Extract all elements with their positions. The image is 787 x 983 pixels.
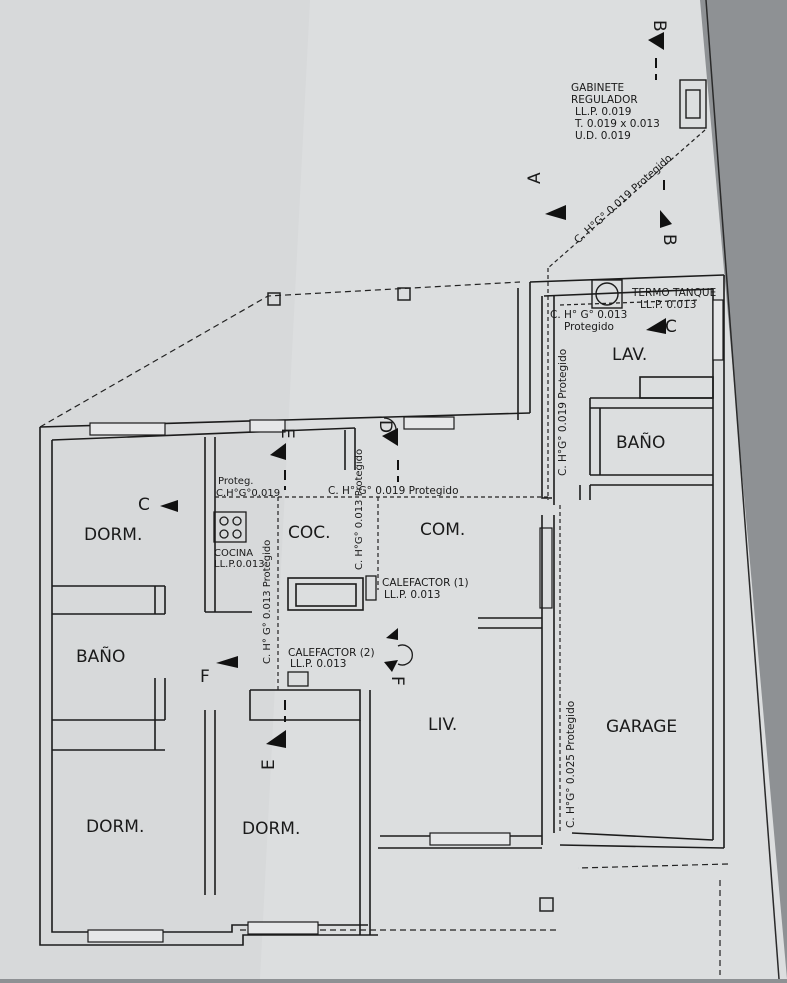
room-label-lav: LAV. xyxy=(612,345,647,365)
calefactor1-note-line-1: CALEFACTOR (1) xyxy=(382,577,469,589)
room-label-dorm-top: DORM. xyxy=(84,525,142,545)
section-mark-e-bottom: E xyxy=(259,759,279,770)
section-mark-a: A xyxy=(525,172,545,184)
section-lines xyxy=(284,58,665,722)
room-label-liv: LIV. xyxy=(428,715,457,735)
room-label-bano-left: BAÑO xyxy=(76,645,125,667)
gabinete-line-2: REGULADOR xyxy=(571,94,638,106)
paper-edge-line xyxy=(705,0,780,980)
regulator-cabinet xyxy=(679,79,707,129)
pipe-label-top-right-2: Protegido xyxy=(564,321,614,333)
room-label-dorm-bottom-center: DORM. xyxy=(242,819,300,839)
section-mark-b-mid: B xyxy=(659,234,679,246)
section-mark-b-top: B xyxy=(649,20,669,32)
section-mark-f-left: F xyxy=(200,667,210,687)
gabinete-line-4: T. 0.019 x 0.013 xyxy=(574,118,660,130)
door-symbols xyxy=(383,417,397,431)
pipe-label-top-right-1: C. H° G° 0.013 xyxy=(550,309,627,321)
calefactor1-note-line-2: LL.P. 0.013 xyxy=(384,589,440,601)
room-label-com: COM. xyxy=(420,520,465,540)
gabinete-line-1: GABINETE xyxy=(571,82,624,94)
calefactor2-note-line-2: LL.P. 0.013 xyxy=(290,658,346,670)
room-label-bano-right: BAÑO xyxy=(616,431,665,453)
termo-note-line-1: TERMO TANQUE xyxy=(631,287,716,299)
section-mark-c-left: C xyxy=(138,495,150,515)
section-mark-d: D xyxy=(375,420,395,433)
section-mark-e-top: E xyxy=(277,428,297,439)
pipe-label-horizontal: C. H° G° 0.019 Protegido xyxy=(328,485,459,497)
calefactor2-note-line-1: CALEFACTOR (2) xyxy=(288,647,375,659)
paper-shading xyxy=(0,0,310,979)
proteg-note-line-2: C.H°G°0.019 xyxy=(216,488,280,499)
pipe-label-vertical-garage: C. H°G° 0.025 Protegido xyxy=(565,701,577,828)
stove-symbol xyxy=(213,511,247,543)
section-mark-c-right: C xyxy=(665,317,677,337)
room-label-garage: GARAGE xyxy=(606,717,677,737)
cocina-note-line-1: COCINA xyxy=(214,548,253,559)
proteg-note-line-1: Proteg. xyxy=(218,476,253,487)
section-arrows xyxy=(160,32,672,748)
windows xyxy=(87,299,724,943)
termo-note-line-2: LL.P. 0.013 xyxy=(640,299,696,311)
section-mark-f-right: F xyxy=(387,676,407,686)
pipe-label-vertical-kitchen: C. H° G° 0.013 Protegido xyxy=(262,540,273,664)
pipe-label-vertical-right: C. H°G° 0.019 Protegido xyxy=(557,349,569,476)
room-label-coc: COC. xyxy=(288,523,331,543)
gabinete-note: GABINETE REGULADOR LL.P. 0.019 T. 0.019 … xyxy=(571,82,660,142)
pipe-label-vertical-center: C. H°G° 0.013 Protegido xyxy=(354,449,365,570)
termo-tanque-symbol xyxy=(591,279,623,309)
gabinete-line-5: U.D. 0.019 xyxy=(575,130,631,142)
gas-pipes xyxy=(215,129,706,833)
gabinete-line-3: LL.P. 0.019 xyxy=(575,106,631,118)
room-label-dorm-bottom-left: DORM. xyxy=(86,817,144,837)
property-markers xyxy=(267,287,554,912)
cocina-note-line-2: LL.P.0.013 xyxy=(214,559,265,570)
calefactor-symbols xyxy=(287,575,414,687)
